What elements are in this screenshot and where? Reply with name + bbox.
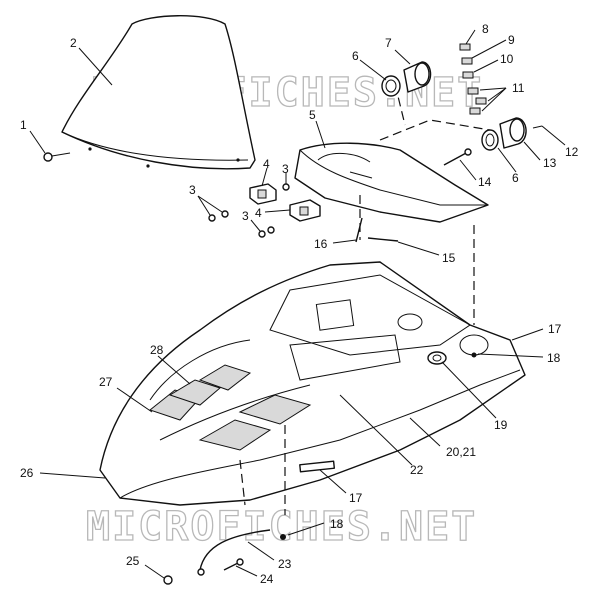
callout-2: 2	[70, 36, 77, 50]
switch-parts	[459, 43, 487, 115]
callout-4b: 4	[255, 206, 262, 220]
callout-6a: 6	[352, 49, 359, 63]
gauge-right-ring	[481, 129, 499, 151]
callout-24: 24	[260, 572, 274, 586]
callout-1: 1	[20, 118, 27, 132]
latch-cable	[197, 425, 286, 576]
bracket-upper	[249, 183, 277, 205]
callout-23: 23	[278, 557, 292, 571]
callout-5: 5	[309, 108, 316, 122]
callout-3a: 3	[189, 183, 196, 197]
callout-18b: 18	[330, 517, 344, 531]
callout-28: 28	[150, 343, 164, 357]
callout-22: 22	[410, 463, 424, 477]
callout-7: 7	[385, 36, 392, 50]
grommet-19	[427, 351, 447, 365]
leader-lines	[29, 29, 566, 579]
bolt-24	[223, 558, 244, 571]
callout-4a: 4	[263, 157, 270, 171]
callout-18a: 18	[547, 351, 561, 365]
callout-13: 13	[543, 156, 557, 170]
gauge-ring-left	[381, 75, 401, 97]
windshield	[61, 15, 256, 170]
callout-8: 8	[482, 22, 489, 36]
callout-15: 15	[442, 251, 456, 265]
nuts-3	[208, 183, 290, 238]
callout-27: 27	[99, 375, 113, 389]
bolt-16	[355, 217, 363, 243]
callout-26: 26	[20, 466, 34, 480]
watermark-bottom: MICROFICHES.NET	[86, 504, 477, 550]
callout-17a: 17	[548, 322, 562, 336]
rod-15	[367, 237, 399, 242]
trim-17	[299, 460, 336, 473]
side-vents	[148, 364, 312, 451]
callout-16: 16	[314, 237, 328, 251]
callout-11: 11	[512, 81, 525, 95]
callout-20-21: 20,21	[446, 445, 476, 459]
callout-labels: 1 2 3 3 3 4 4 5 6 6 7 8 9 10 11 12 13 14…	[20, 22, 579, 586]
callout-19: 19	[494, 418, 508, 432]
callout-17b: 17	[349, 491, 363, 505]
gauge-left	[403, 61, 432, 93]
callout-3b: 3	[242, 209, 249, 223]
callout-25: 25	[126, 554, 140, 568]
callout-10: 10	[500, 52, 514, 66]
gauge-right	[499, 117, 527, 149]
screw-14	[443, 148, 472, 166]
pin-12	[532, 125, 543, 129]
callout-14: 14	[478, 175, 492, 189]
callout-12: 12	[565, 145, 579, 159]
plug-18-right	[459, 334, 489, 358]
dash-panel	[294, 142, 489, 223]
screw-1	[43, 152, 71, 162]
callout-3c: 3	[282, 162, 289, 176]
nut-25	[163, 575, 173, 585]
hood	[99, 261, 526, 506]
callout-9: 9	[508, 33, 515, 47]
callout-6b: 6	[512, 171, 519, 185]
bracket-lower	[289, 199, 321, 222]
